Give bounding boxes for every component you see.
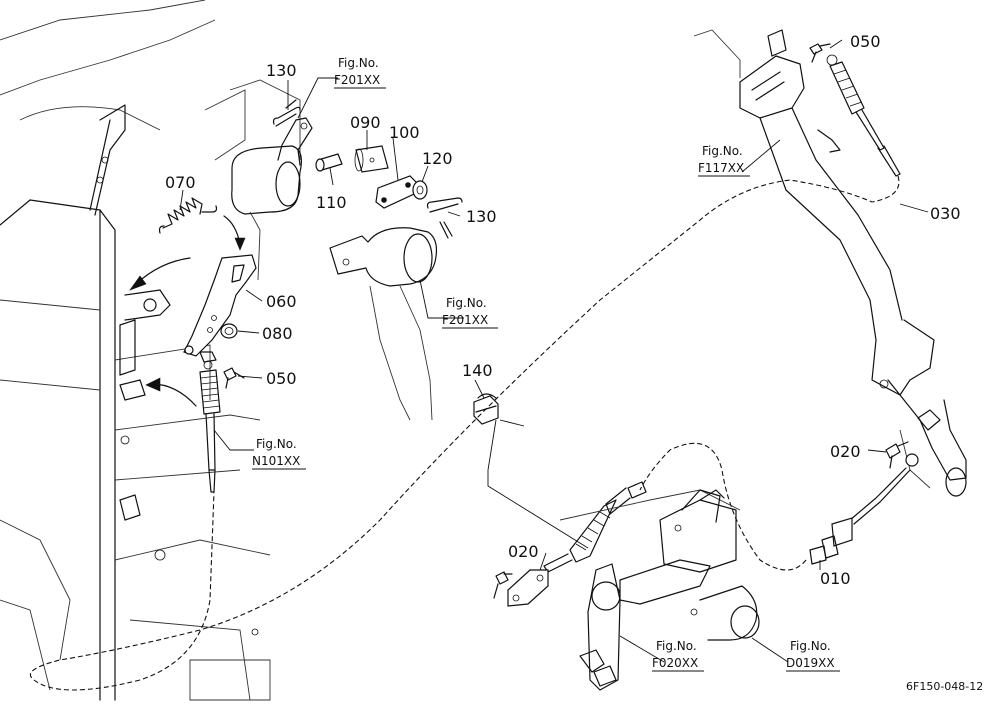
- left-frame-assembly: [0, 0, 301, 701]
- pedal-assembly-upper: [231, 117, 313, 281]
- pin-110: [315, 153, 343, 172]
- callout-120: 120: [422, 149, 453, 168]
- callout-100: 100: [389, 123, 420, 142]
- callout-labels: 130 090 100 120 110 130 070 060 080 050 …: [165, 32, 961, 588]
- fig-ref-f201-top: F201XX: [334, 73, 380, 87]
- bushing-090: [354, 145, 389, 173]
- fig-ref-d019: D019XX: [786, 656, 835, 670]
- cable-end-right-top: [826, 54, 901, 177]
- ring-080: [220, 323, 238, 339]
- diagram-code: 6F150-048-12: [906, 680, 983, 693]
- clip-020-lower: [493, 571, 513, 599]
- cable-end-lower: [507, 481, 647, 607]
- clip-020-right: [885, 441, 909, 469]
- callout-140: 140: [462, 361, 493, 380]
- fig-ref-f201-top-label: Fig.No.: [338, 56, 379, 70]
- fig-ref-d019-label: Fig.No.: [790, 639, 831, 653]
- cable-010: [639, 442, 919, 571]
- pedal-assembly-lower: [329, 227, 438, 421]
- pin-130-top: [272, 99, 301, 127]
- clip-050-right: [809, 43, 831, 63]
- cable-030: [29, 175, 900, 691]
- lower-shaft-assembly: [559, 489, 760, 691]
- cable-end-left: [199, 360, 221, 493]
- fig-ref-n101-label: Fig.No.: [256, 437, 297, 451]
- callout-090: 090: [350, 113, 381, 132]
- fig-ref-f201-mid-label: Fig.No.: [446, 296, 487, 310]
- figure-references: Fig.No. F201XX Fig.No. F117XX Fig.No. F2…: [252, 56, 840, 672]
- fig-ref-f117-label: Fig.No.: [702, 144, 743, 158]
- callout-130-right: 130: [466, 207, 497, 226]
- callout-010: 010: [820, 569, 851, 588]
- callout-130-top: 130: [266, 61, 297, 80]
- callout-070: 070: [165, 173, 196, 192]
- callout-080: 080: [262, 324, 293, 343]
- callout-030: 030: [930, 204, 961, 223]
- callout-050-left: 050: [266, 369, 297, 388]
- arm-060: [183, 254, 257, 363]
- callout-110: 110: [316, 193, 347, 212]
- fig-ref-f117: F117XX: [698, 161, 744, 175]
- assembly-arrows: [129, 215, 246, 407]
- right-lever-assembly: [693, 29, 967, 497]
- callout-020-right: 020: [830, 442, 861, 461]
- callout-020-lower: 020: [508, 542, 539, 561]
- callout-050-right: 050: [850, 32, 881, 51]
- clip-050-left: [223, 367, 245, 389]
- fig-ref-f020: F020XX: [652, 656, 698, 670]
- fig-ref-f201-mid: F201XX: [442, 313, 488, 327]
- spring-070: [158, 197, 218, 234]
- fig-ref-f020-label: Fig.No.: [656, 639, 697, 653]
- leader-lines: [179, 39, 929, 663]
- callout-060: 060: [266, 292, 297, 311]
- washer-120: [412, 180, 428, 200]
- fig-ref-n101: N101XX: [252, 454, 300, 468]
- pin-130-right: [426, 197, 463, 239]
- link-100: [375, 175, 419, 209]
